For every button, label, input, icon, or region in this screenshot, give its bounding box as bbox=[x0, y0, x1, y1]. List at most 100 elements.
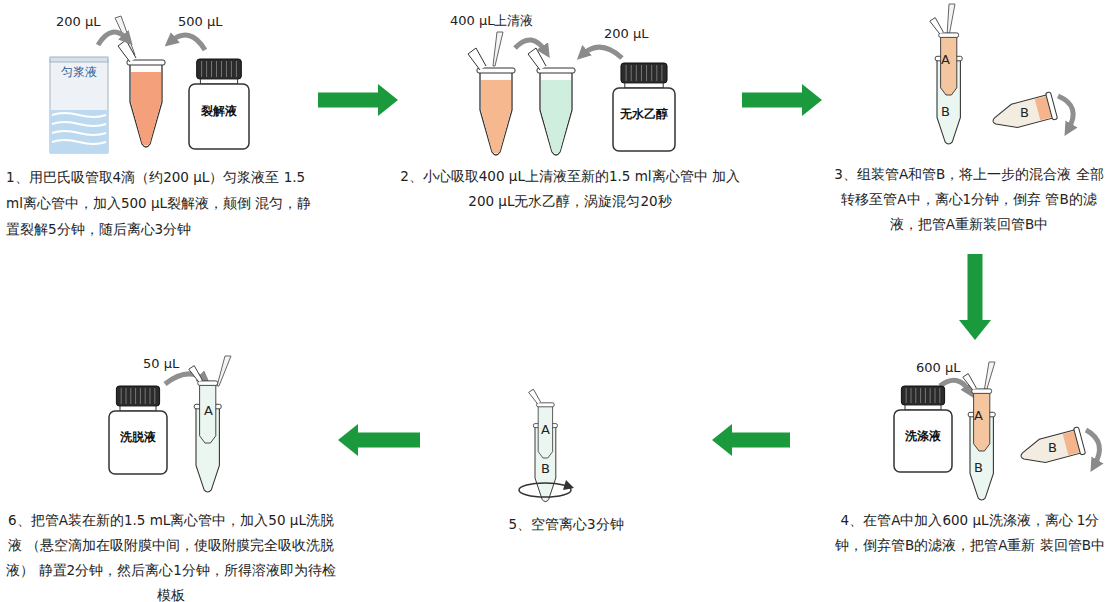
step-caption: 3、组装管A和管B，将上一步的混合液 全部转移至管A中，离心1分钟，倒弃 管B的… bbox=[828, 162, 1110, 237]
cap-ridge bbox=[140, 388, 141, 404]
bag-fill bbox=[50, 110, 108, 153]
volume-label: 600 µL bbox=[916, 360, 960, 375]
bottle-label: 洗涤液 bbox=[893, 429, 953, 444]
pipette bbox=[217, 356, 231, 386]
bottle-body bbox=[189, 84, 249, 149]
bottle-cap bbox=[621, 63, 667, 83]
flow-arrow bbox=[338, 424, 420, 456]
bag-stripe bbox=[52, 131, 106, 135]
tube-letter: A bbox=[941, 52, 950, 67]
cap-ridge bbox=[126, 388, 127, 404]
arrow-head bbox=[712, 424, 732, 456]
spin-symbol bbox=[563, 480, 574, 490]
step-caption: 2、小心吸取400 µL上清液至新的1.5 ml离心管中 加入200 µL无水乙… bbox=[400, 164, 740, 214]
spin-symbol bbox=[519, 483, 571, 497]
bag-stripe bbox=[52, 122, 106, 126]
arrow-shaft bbox=[742, 93, 803, 108]
cap-ridge bbox=[201, 61, 202, 77]
cap-ridge bbox=[154, 388, 155, 404]
arrow-head bbox=[378, 84, 398, 116]
cap-ridge bbox=[651, 65, 652, 81]
cap-ridge bbox=[939, 388, 940, 403]
cap-ridge bbox=[656, 65, 657, 81]
spin-column bbox=[189, 366, 221, 492]
collection-tube bbox=[1017, 427, 1085, 470]
bottle-label: 无水乙醇 bbox=[612, 107, 676, 122]
tube-letter: A bbox=[541, 422, 550, 437]
spin-column bbox=[930, 18, 962, 144]
cap-ridge bbox=[661, 65, 662, 81]
flow-arrow bbox=[712, 424, 790, 456]
step-caption-text: 6、把管A装在新的1.5 mL离心管中，加入50 µL洗脱液 （悬空滴加在吸附膜… bbox=[4, 508, 338, 602]
bottle-label: 洗脱液 bbox=[108, 430, 168, 445]
step-caption-text: 4、在管A中加入600 µL洗涤液，离心 1分钟，倒弃管B的滤液，把管A重新 装… bbox=[830, 508, 1110, 558]
tube-letter: A bbox=[974, 408, 983, 423]
step-panel: 5、空管离心3分钟 bbox=[420, 380, 712, 550]
cap-ridge bbox=[906, 388, 907, 403]
reagent-bottle: 洗脱液 bbox=[108, 385, 168, 475]
pour-arrow bbox=[1086, 430, 1099, 466]
cap-ridge bbox=[226, 61, 227, 77]
cap-ridge bbox=[150, 388, 151, 404]
cap-ridge bbox=[135, 388, 136, 404]
step-caption-text: 1、用巴氏吸管取4滴（约200 µL）匀浆液至 1.5 ml离心管中，加入500… bbox=[6, 164, 316, 242]
volume-label: 50 µL bbox=[143, 356, 179, 371]
cap-ridge bbox=[911, 388, 912, 403]
transfer-arrow bbox=[582, 47, 622, 58]
cap-ridge bbox=[121, 388, 122, 404]
bag-seal bbox=[50, 57, 108, 62]
cap-ridge bbox=[915, 388, 916, 403]
cap-ridge bbox=[646, 65, 647, 81]
flow-arrow bbox=[959, 254, 991, 340]
bag-label: 匀浆液 bbox=[48, 65, 110, 80]
reagent-bottle: 洗涤液 bbox=[893, 385, 953, 473]
arrow-head bbox=[802, 84, 822, 116]
cap-ridge bbox=[236, 61, 237, 77]
cap-ridge bbox=[216, 61, 217, 77]
step-caption-text: 5、空管离心3分钟 bbox=[422, 512, 710, 537]
cap-ridge bbox=[231, 61, 232, 77]
tube bbox=[468, 48, 515, 155]
cap-ridge bbox=[130, 388, 131, 404]
reagent-bottle: 无水乙醇 bbox=[612, 62, 676, 152]
spin-column bbox=[963, 374, 995, 500]
tube-letter: B bbox=[941, 104, 950, 119]
arrow-shaft bbox=[731, 433, 790, 448]
tube-letter: B bbox=[541, 461, 550, 476]
step-panel: 3、组装管A和管B，将上一步的混合液 全部转移至管A中，离心1分钟，倒弃 管B的… bbox=[822, 4, 1112, 254]
arrow-shaft bbox=[318, 93, 379, 108]
step-caption-text: 3、组装管A和管B，将上一步的混合液 全部转移至管A中，离心1分钟，倒弃 管B的… bbox=[828, 162, 1110, 237]
bottle-cap bbox=[901, 386, 944, 405]
tube-letter: A bbox=[204, 403, 213, 418]
transfer-arrow bbox=[98, 32, 128, 45]
cap-ridge bbox=[221, 61, 222, 77]
pipette bbox=[984, 362, 995, 392]
volume-label: 400 µL上清液 bbox=[450, 12, 533, 30]
step-caption: 6、把管A装在新的1.5 mL离心管中，加入50 µL洗脱液 （悬空滴加在吸附膜… bbox=[4, 508, 338, 602]
transfer-arrow bbox=[515, 40, 546, 52]
step-caption-text: 2、小心吸取400 µL上清液至新的1.5 ml离心管中 加入200 µL无水乙… bbox=[400, 164, 740, 214]
bag-stripe bbox=[52, 140, 106, 144]
bottle-body bbox=[894, 410, 952, 472]
arrow-shaft bbox=[357, 433, 420, 448]
transfer-arrow bbox=[170, 35, 205, 50]
cap-ridge bbox=[626, 65, 627, 81]
tube-letter: B bbox=[974, 460, 983, 475]
cap-ridge bbox=[636, 65, 637, 81]
step-caption: 4、在管A中加入600 µL洗涤液，离心 1分钟，倒弃管B的滤液，把管A重新 装… bbox=[830, 508, 1110, 558]
pour-arrow bbox=[1058, 96, 1073, 130]
flow-arrow bbox=[742, 84, 822, 116]
cap-ridge bbox=[641, 65, 642, 81]
step-panel: 4、在管A中加入600 µL洗涤液，离心 1分钟，倒弃管B的滤液，把管A重新 装… bbox=[790, 340, 1112, 598]
cap-ridge bbox=[211, 61, 212, 77]
tube-letter: B bbox=[1020, 105, 1029, 120]
flow-arrow bbox=[318, 84, 398, 116]
bottle-body bbox=[109, 411, 167, 474]
arrow-shaft bbox=[968, 254, 983, 321]
reagent-bag: 匀浆液 bbox=[48, 55, 110, 155]
arrow-head bbox=[338, 424, 358, 456]
